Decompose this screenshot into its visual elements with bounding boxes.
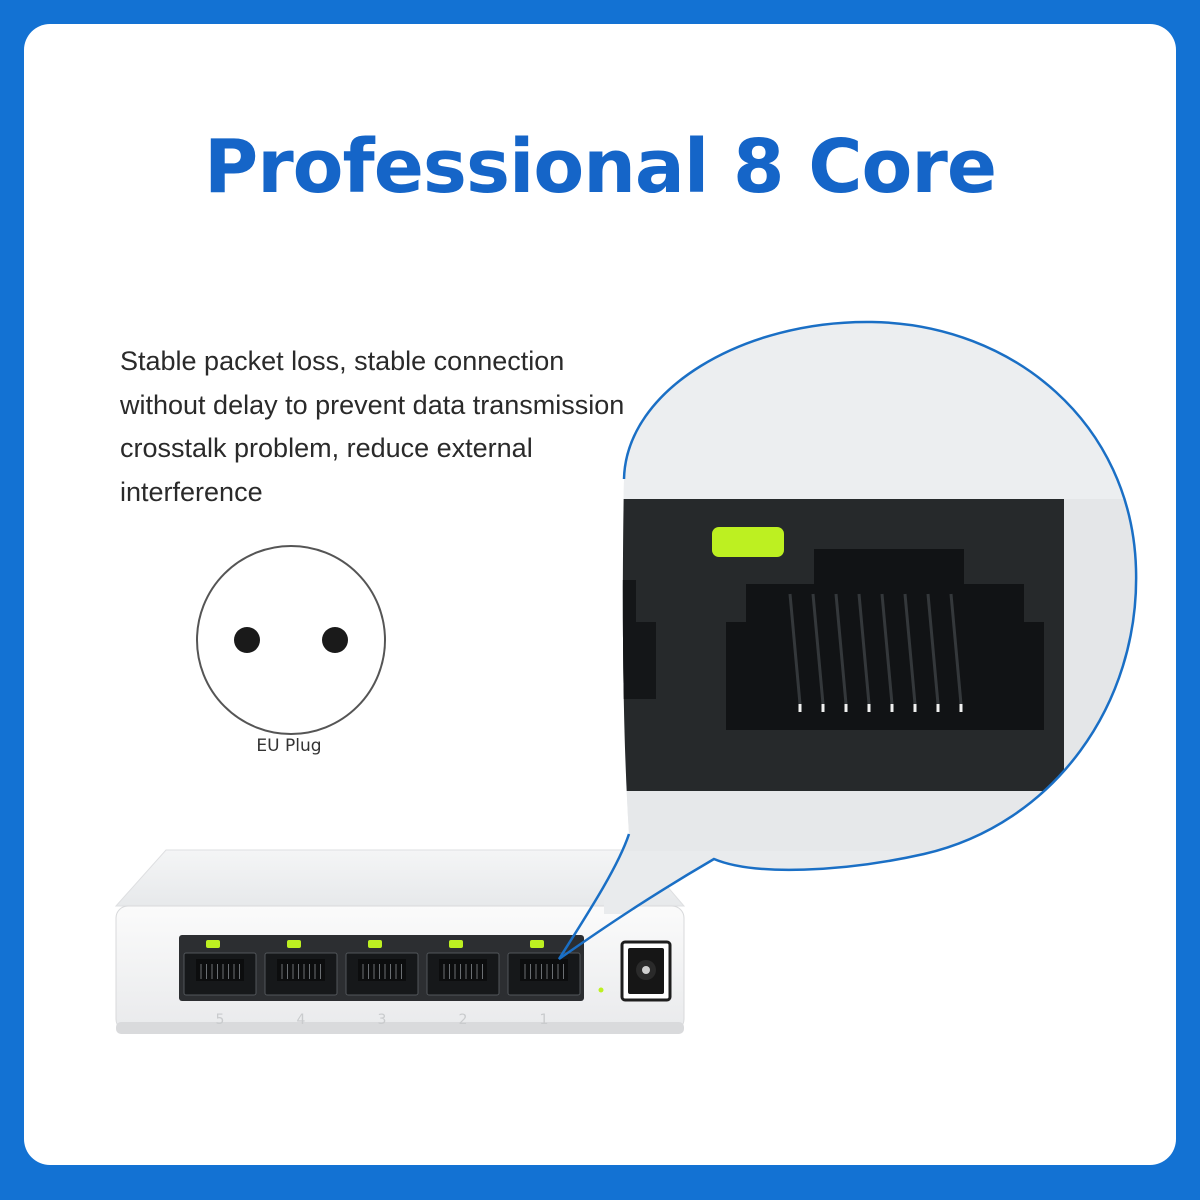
port-number-label: 3 — [378, 1012, 387, 1028]
connector-pin-tip — [913, 704, 917, 712]
rj45-port — [426, 952, 500, 996]
connector-pin — [834, 593, 848, 705]
zoom-callout — [584, 321, 1137, 914]
connector-pin — [880, 593, 894, 705]
port-led-icon — [287, 940, 301, 948]
connector-pin — [857, 593, 871, 705]
port-led-icon — [368, 940, 382, 948]
description-text: Stable packet loss, stable connection wi… — [120, 346, 625, 507]
connector-pin-tip — [890, 704, 894, 712]
headline: Professional 8 Core — [203, 124, 997, 210]
rj45-port — [345, 952, 419, 996]
zoom-led-icon — [712, 527, 784, 557]
rj45-port — [183, 952, 257, 996]
eu-plug-icon — [196, 545, 386, 735]
port-numbers: 5 4 3 2 1 — [216, 1012, 549, 1028]
connector-pin-tip — [867, 704, 871, 712]
port-number-label: 5 — [216, 1012, 225, 1028]
port-number-label: 4 — [297, 1012, 306, 1028]
rj45-port — [507, 952, 581, 996]
port-number-label: 2 — [459, 1012, 468, 1028]
connector-pin — [903, 593, 917, 705]
plug-pin-left — [234, 627, 260, 653]
connector-pins — [788, 593, 963, 712]
port-number-label: 1 — [540, 1012, 549, 1028]
product-illustration: 5 4 3 2 1 — [114, 320, 1138, 1034]
connector-pin — [949, 593, 963, 705]
port-led-icon — [530, 940, 544, 948]
rj45-port — [264, 952, 338, 996]
connector-pin — [926, 593, 940, 705]
content-card: Professional 8 Core Stable packet loss, … — [24, 24, 1176, 1165]
connector-pin-tip — [959, 704, 963, 712]
switch-ports — [183, 940, 581, 996]
connector-pin — [788, 593, 802, 705]
eu-plug-label: EU Plug — [256, 736, 322, 756]
connector-pin-tip — [821, 704, 825, 712]
port-led-icon — [449, 940, 463, 948]
connector-pin-tip — [844, 704, 848, 712]
port-led-icon — [206, 940, 220, 948]
connector-pin-tip — [936, 704, 940, 712]
plug-pin-right — [322, 627, 348, 653]
callout-border — [557, 320, 1138, 961]
network-switch — [114, 849, 686, 1034]
connector-pin — [811, 593, 825, 705]
connector-pin-tip — [798, 704, 802, 712]
